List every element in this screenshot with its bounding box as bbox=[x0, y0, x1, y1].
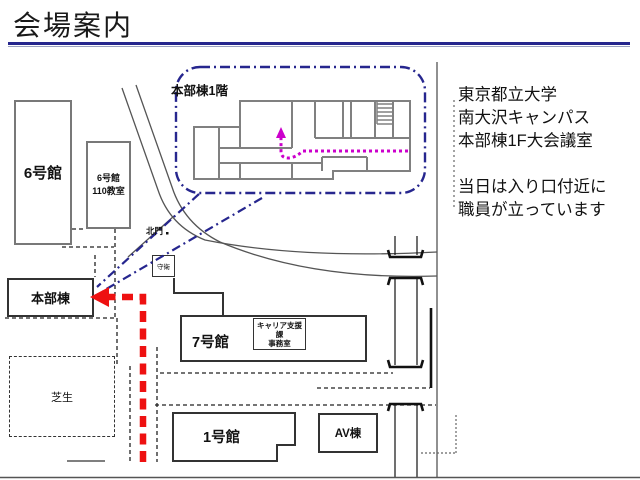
floorplan-callout-frame bbox=[174, 65, 427, 195]
title-underline bbox=[8, 42, 630, 45]
building-av-label: AV棟 bbox=[334, 428, 362, 440]
page-title: 会場案内 bbox=[13, 10, 134, 41]
guard-post-label: 守衛 bbox=[157, 264, 170, 271]
info-note-1: 当日は入り口付近に bbox=[458, 178, 607, 196]
career-support-office: キャリア支援 課 事務室 bbox=[253, 318, 306, 350]
building-av: AV棟 bbox=[318, 413, 378, 453]
north-gate-dot bbox=[166, 232, 169, 235]
info-room: 本部棟1F大会議室 bbox=[458, 132, 593, 150]
building-6-room110-label: 6号館 110教室 bbox=[92, 173, 125, 196]
title-underline-shadow bbox=[8, 46, 630, 47]
building-6-room110: 6号館 110教室 bbox=[86, 141, 131, 229]
building-7-label: 7号館 bbox=[192, 335, 230, 351]
road-dotted-lines bbox=[421, 100, 457, 454]
building-6: 6号館 bbox=[14, 100, 72, 245]
career-support-office-label: キャリア支援 課 事務室 bbox=[257, 320, 302, 348]
stairs-icon bbox=[376, 101, 393, 125]
north-gate-label: 北門 bbox=[146, 226, 164, 236]
building7-notch-outline bbox=[173, 278, 224, 315]
info-university: 東京都立大学 bbox=[458, 86, 557, 104]
building-honbu-label: 本部棟 bbox=[30, 291, 70, 306]
lawn-label: 芝生 bbox=[51, 391, 73, 404]
info-campus: 南大沢キャンパス bbox=[458, 109, 590, 127]
floorplan-title-label: 本部棟1階 bbox=[171, 84, 228, 98]
magenta-route bbox=[276, 127, 408, 160]
road-bracket-structures bbox=[386, 236, 433, 477]
building-1-label: 1号館 bbox=[203, 430, 241, 446]
guard-post: 守衛 bbox=[152, 255, 175, 277]
callout-leader-lines bbox=[96, 193, 263, 292]
info-gap bbox=[458, 153, 638, 176]
floorplan-walls bbox=[193, 100, 411, 180]
red-route-arrowhead bbox=[90, 287, 109, 307]
venue-info-text: 東京都立大学 南大沢キャンパス 本部棟1F大会議室 当日は入り口付近に 職員が立… bbox=[458, 84, 638, 222]
building-6-label: 6号館 bbox=[23, 165, 63, 182]
lawn-area: 芝生 bbox=[9, 356, 115, 437]
info-note-2: 職員が立っています bbox=[458, 201, 606, 219]
red-route bbox=[90, 287, 147, 462]
building1-outline bbox=[172, 412, 296, 462]
magenta-route-arrowhead bbox=[276, 127, 286, 138]
